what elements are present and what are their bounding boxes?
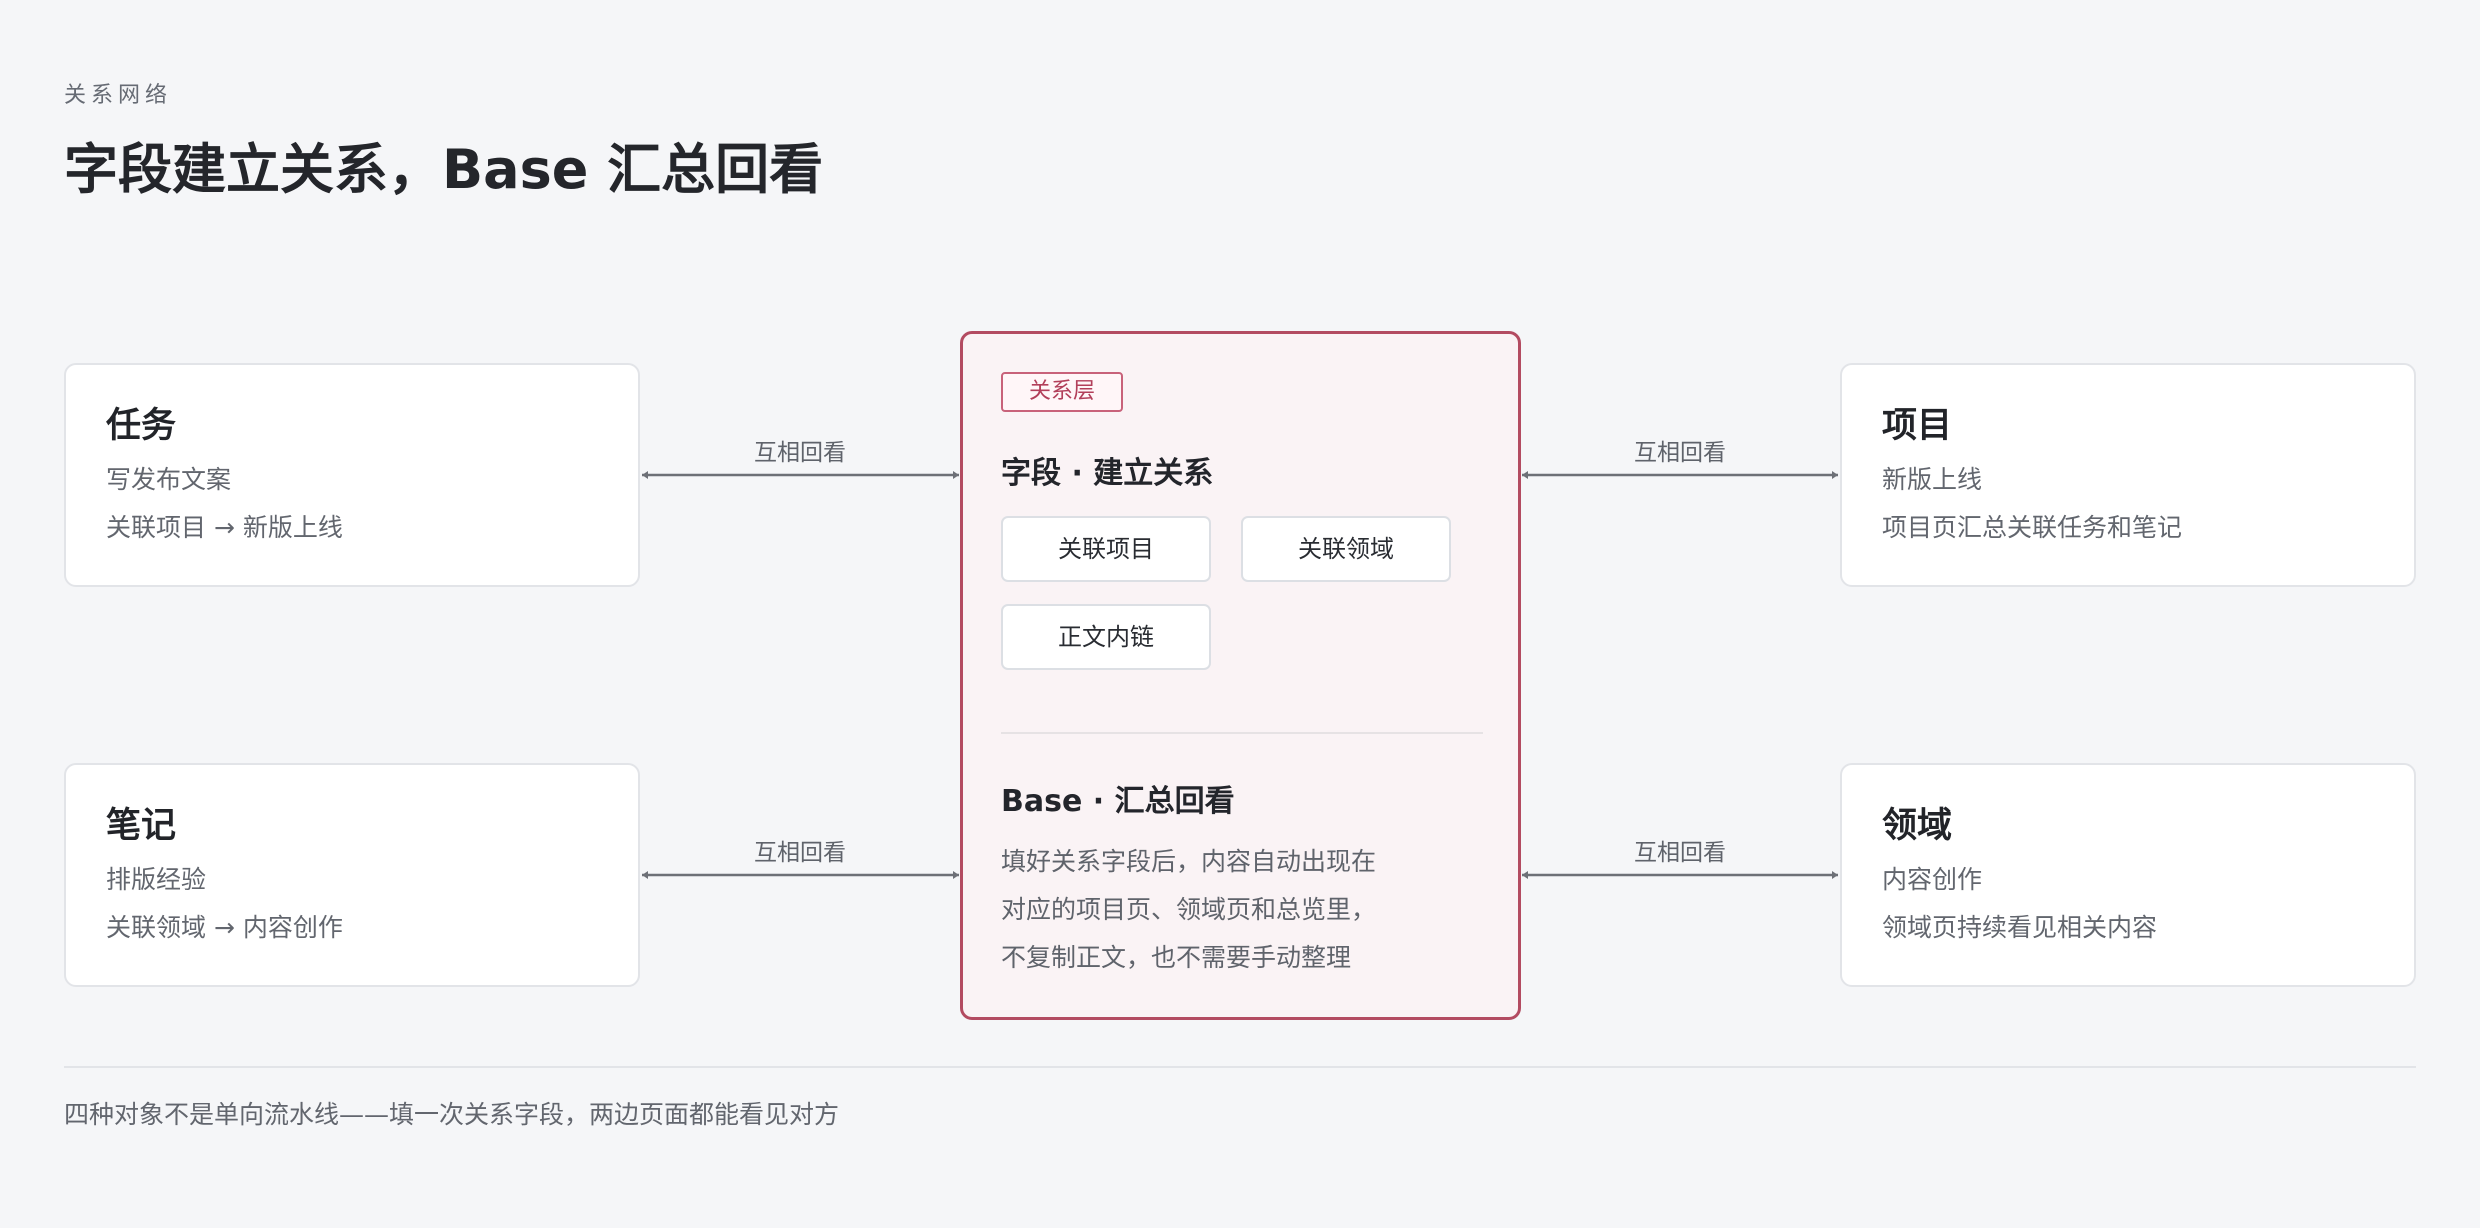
connector-task-hub [642, 471, 959, 479]
relationship-layer-badge: 关系层 [1001, 372, 1123, 412]
edge-label-task-hub: 互相回看 [754, 440, 846, 466]
field-relationship-heading: 字段 · 建立关系 [1001, 456, 1214, 491]
task-card-relation: 关联项目 → 新版上线 [106, 513, 343, 542]
footer-note: 四种对象不是单向流水线——填一次关系字段，两边页面都能看见对方 [64, 1100, 840, 1129]
page-title: 字段建立关系，Base 汇总回看 [64, 138, 824, 201]
project-card-description: 项目页汇总关联任务和笔记 [1882, 513, 2183, 542]
edge-label-note-hub: 互相回看 [754, 840, 846, 866]
edge-label-hub-domain: 互相回看 [1634, 840, 1726, 866]
task-card-title: 任务 [106, 406, 177, 446]
base-summary-description: 填好关系字段后，内容自动出现在 对应的项目页、领域页和总览里， 不复制正文，也不… [1001, 838, 1501, 982]
note-card-relation: 关联领域 → 内容创作 [106, 913, 343, 942]
note-card-title: 笔记 [106, 806, 177, 846]
domain-card-item: 内容创作 [1882, 865, 1983, 894]
domain-card-description: 领域页持续看见相关内容 [1882, 913, 2158, 942]
base-summary-line: 对应的项目页、领域页和总览里， [1001, 895, 1377, 924]
note-card-item: 排版经验 [106, 865, 207, 894]
inline-link-chip: 正文内链 [1001, 604, 1211, 670]
task-card: 任务 写发布文案 关联项目 → 新版上线 [64, 363, 640, 587]
task-card-item: 写发布文案 [106, 465, 232, 494]
domain-card: 领域 内容创作 领域页持续看见相关内容 [1840, 763, 2416, 987]
base-summary-heading: Base · 汇总回看 [1001, 784, 1235, 819]
connector-hub-domain [1522, 871, 1838, 879]
connector-hub-project [1522, 471, 1838, 479]
related-project-chip: 关联项目 [1001, 516, 1211, 582]
hub-divider [1001, 732, 1483, 734]
related-domain-chip: 关联领域 [1241, 516, 1451, 582]
project-card-title: 项目 [1882, 406, 1953, 446]
domain-card-title: 领域 [1882, 806, 1953, 846]
project-card-item: 新版上线 [1882, 465, 1983, 494]
project-card: 项目 新版上线 项目页汇总关联任务和笔记 [1840, 363, 2416, 587]
base-summary-line: 填好关系字段后，内容自动出现在 [1001, 847, 1377, 876]
footer-divider [64, 1066, 2416, 1068]
connector-note-hub [642, 871, 959, 879]
edge-label-hub-project: 互相回看 [1634, 440, 1726, 466]
note-card: 笔记 排版经验 关联领域 → 内容创作 [64, 763, 640, 987]
relationship-layer-card: 关系层 字段 · 建立关系 关联项目 关联领域 正文内链 Base · 汇总回看… [960, 331, 1521, 1020]
section-eyebrow: 关系网络 [64, 83, 173, 108]
base-summary-line: 不复制正文，也不需要手动整理 [1001, 943, 1352, 972]
